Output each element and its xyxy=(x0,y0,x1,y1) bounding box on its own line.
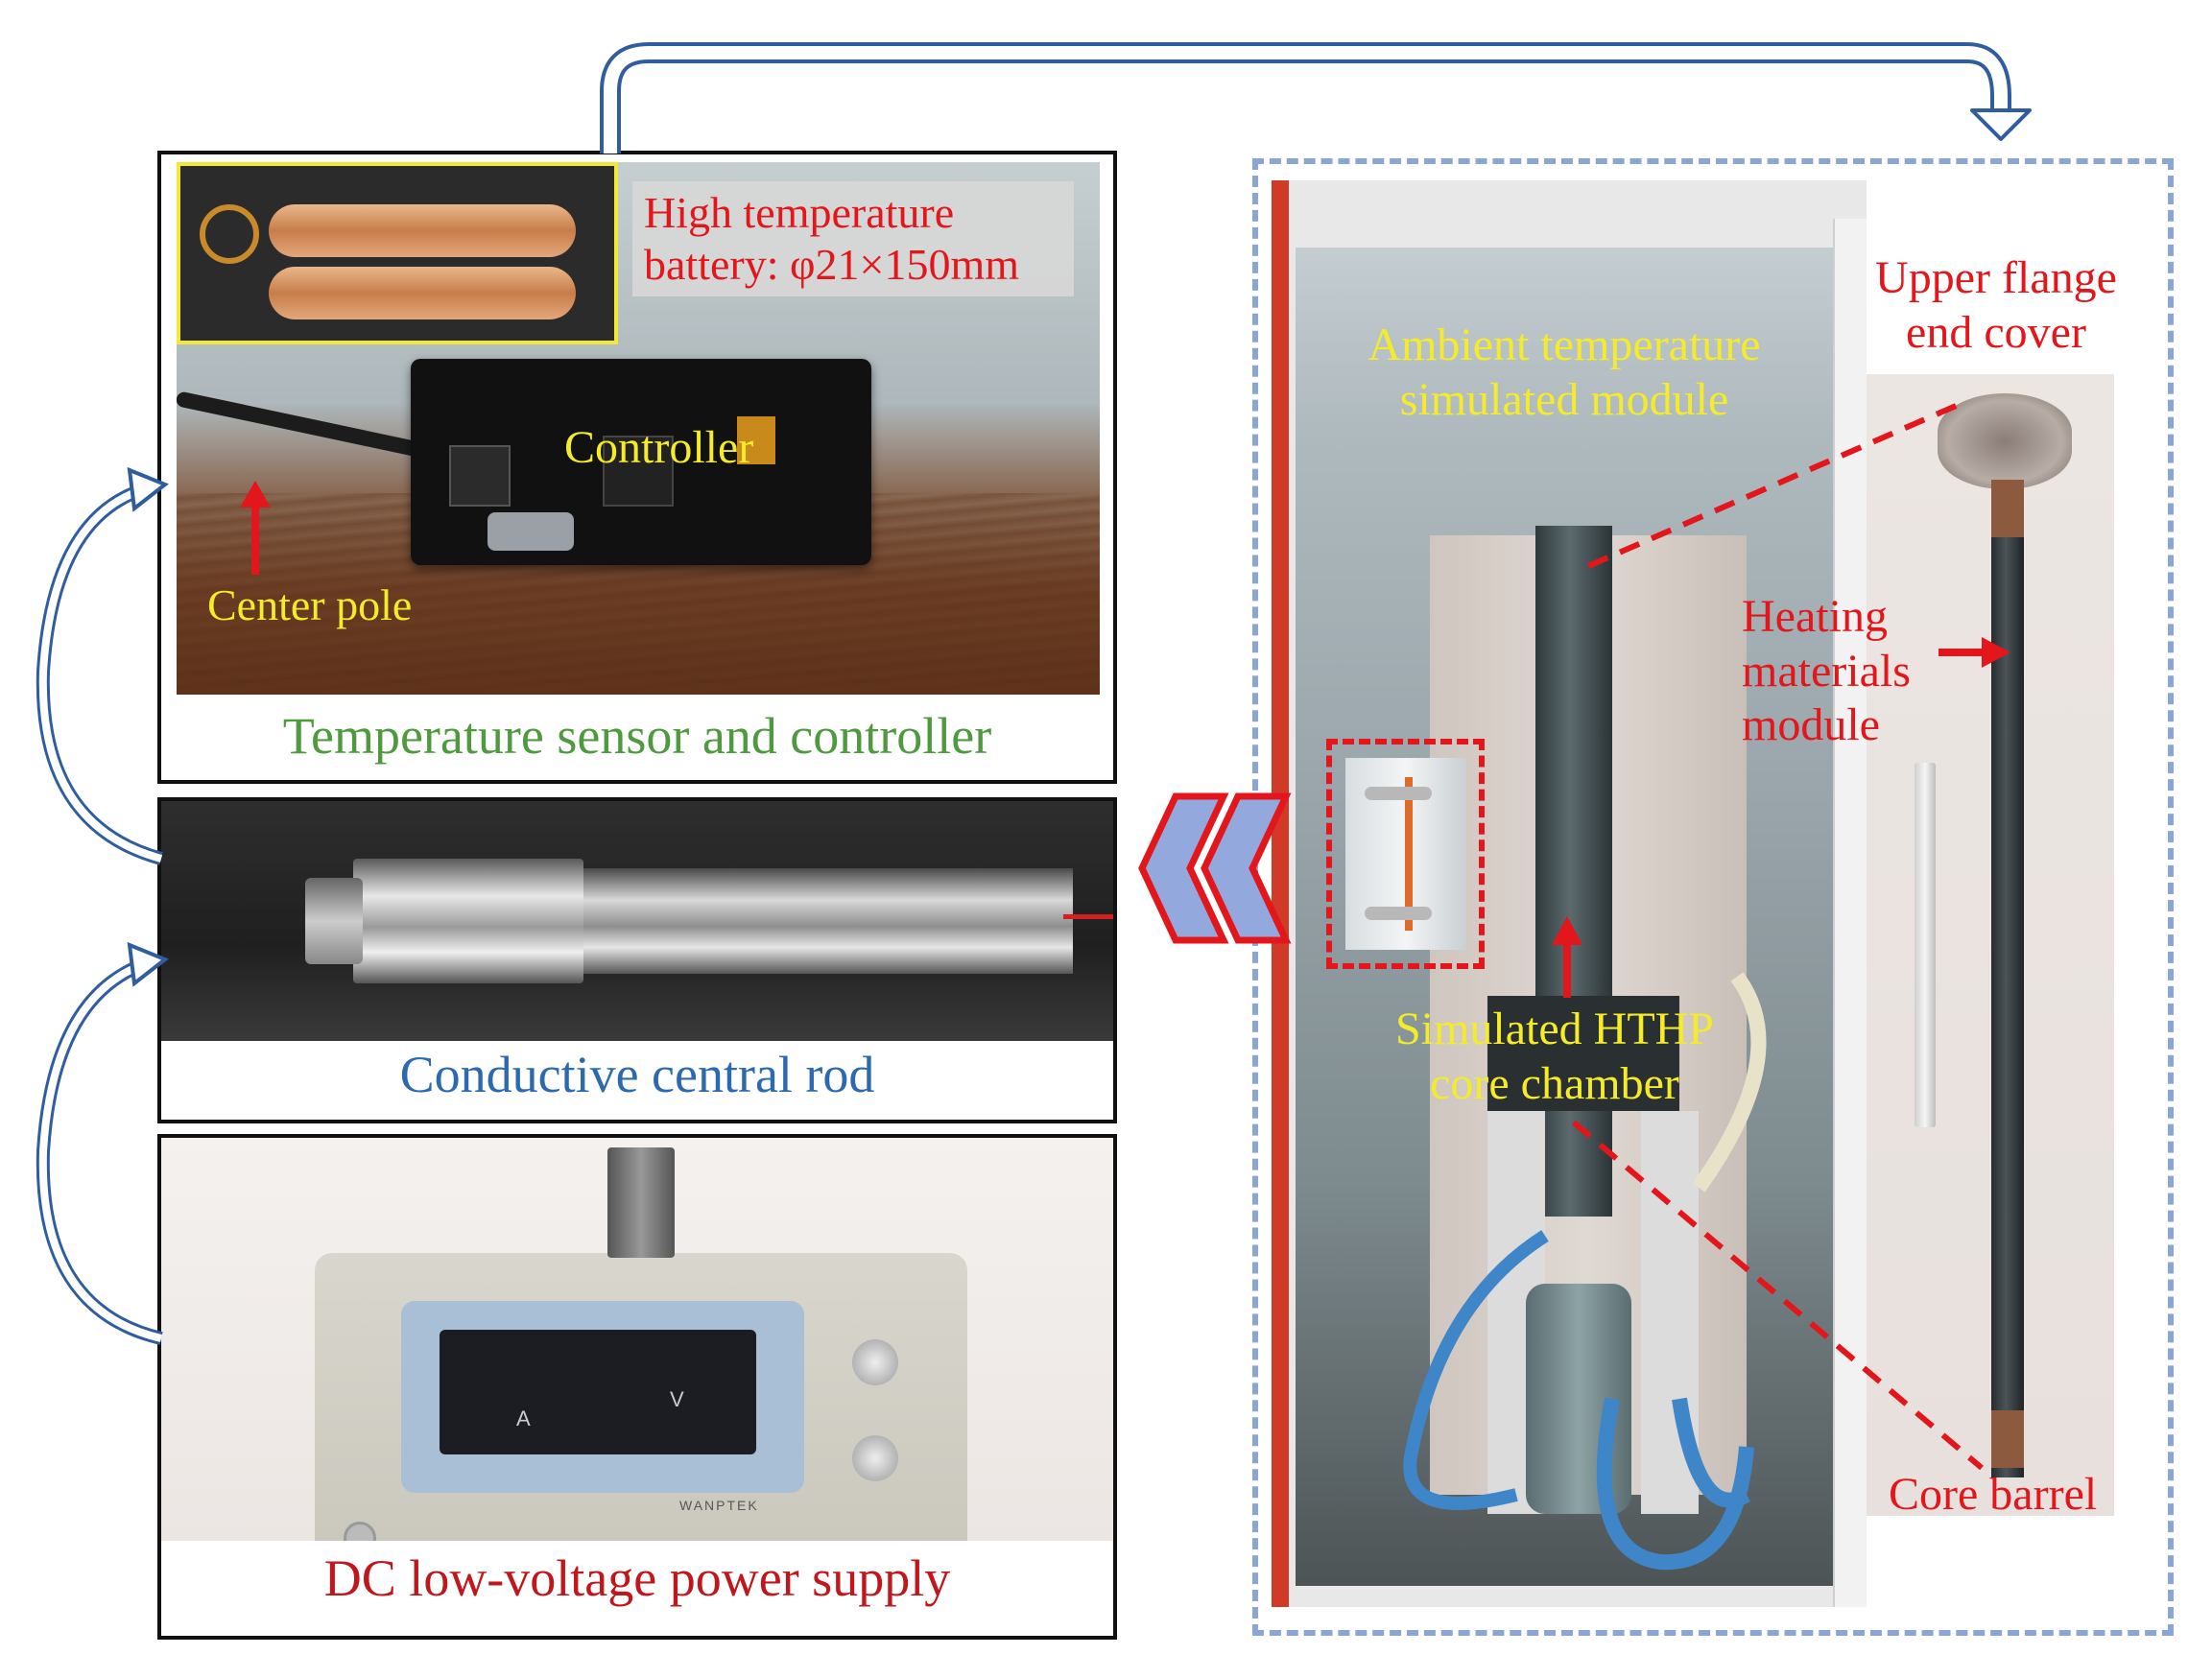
ambient-label-line1: Ambient temperature xyxy=(1368,319,1761,370)
heating-module-label: Heating materials module xyxy=(1742,590,1911,753)
flange-label: Upper flange end cover xyxy=(1867,251,2126,360)
controller-photo: High temperature battery: φ21×150mm Cont… xyxy=(177,162,1100,695)
side-box-highlight xyxy=(1326,739,1485,969)
battery-label-line2: battery: φ21×150mm xyxy=(644,240,1020,290)
center-pole-label: Center pole xyxy=(207,580,413,629)
ambient-module-label: Ambient temperature simulated module xyxy=(1348,319,1780,427)
display-unit-v: V xyxy=(670,1387,684,1411)
controller-panel: High temperature battery: φ21×150mm Cont… xyxy=(157,151,1117,784)
hthp-chamber-label: Simulated HTHP core chamber xyxy=(1363,1003,1747,1111)
curved-arrow-icon xyxy=(36,466,169,865)
heating-label-line3: module xyxy=(1742,699,1880,751)
power-panel: A V WANPTEK DC low-voltage power supply xyxy=(157,1134,1117,1640)
rod-panel: Conductive central rod xyxy=(157,797,1117,1123)
battery-label-line1: High temperature xyxy=(644,188,955,237)
power-button[interactable] xyxy=(344,1522,376,1541)
battery-label: High temperature battery: φ21×150mm xyxy=(644,187,1019,292)
power-supply-body: A V WANPTEK xyxy=(315,1253,967,1541)
flange-end-cover xyxy=(1938,393,2072,489)
hthp-label-line1: Simulated HTHP xyxy=(1395,1004,1714,1054)
power-caption: DC low-voltage power supply xyxy=(323,1549,951,1607)
display-unit-a: A xyxy=(516,1406,531,1430)
handle xyxy=(607,1147,675,1258)
rod-caption: Conductive central rod xyxy=(399,1046,875,1103)
core-barrel-label: Core barrel xyxy=(1889,1469,2098,1520)
flange-label-line2: end cover xyxy=(1906,306,2086,358)
heating-label-line2: materials xyxy=(1742,645,1911,697)
side-box xyxy=(1345,758,1466,950)
hthp-label-line2: core chamber xyxy=(1430,1057,1679,1109)
brand-label: WANPTEK xyxy=(679,1498,759,1513)
controller-caption: Temperature sensor and controller xyxy=(282,707,992,765)
core-barrel-tube xyxy=(1991,480,2024,1477)
rod-head xyxy=(353,859,583,983)
rod-body xyxy=(574,868,1073,974)
arrow-up-icon xyxy=(240,481,271,575)
rod-photo xyxy=(161,801,1113,1041)
controller-label: Controller xyxy=(564,422,754,473)
voltage-knob[interactable] xyxy=(852,1339,898,1385)
heating-label-line1: Heating xyxy=(1742,591,1888,642)
curved-arrow-icon xyxy=(36,941,169,1345)
current-knob[interactable] xyxy=(852,1435,898,1481)
battery-inset xyxy=(177,162,618,344)
power-front-panel: A V xyxy=(401,1301,804,1493)
core-barrel-photo xyxy=(1867,374,2114,1516)
power-display: A V xyxy=(440,1330,756,1454)
pcb-board xyxy=(411,359,871,565)
battery-label-box xyxy=(632,181,1074,296)
power-photo: A V WANPTEK xyxy=(161,1138,1113,1541)
ambient-label-line2: simulated module xyxy=(1399,373,1729,425)
ruler xyxy=(1915,763,1936,1127)
flange-label-line1: Upper flange xyxy=(1875,252,2117,303)
